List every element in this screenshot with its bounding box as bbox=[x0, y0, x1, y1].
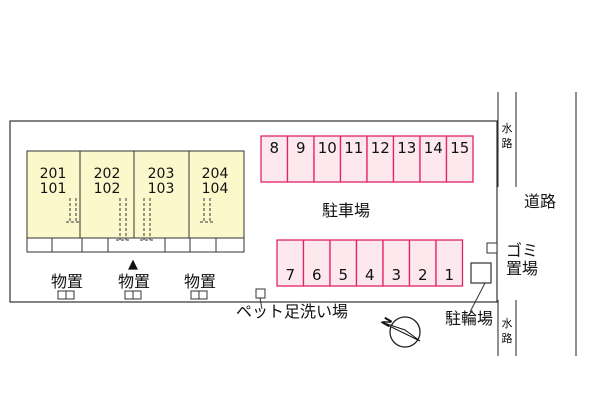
waterway-top-char2: 路 bbox=[502, 137, 513, 150]
parking-top-space-number-14: 14 bbox=[424, 139, 443, 157]
parking-top-space-number-13: 13 bbox=[397, 139, 416, 157]
garbage-label-line2: 置場 bbox=[506, 259, 538, 278]
parking-top-space-8 bbox=[260, 135, 289, 183]
parking-bottom-space-6 bbox=[302, 239, 331, 287]
bicycle-parking-label: 駐輪場 bbox=[445, 309, 493, 328]
garbage-area-icon bbox=[486, 242, 498, 254]
waterway-bottom-char2: 路 bbox=[502, 332, 513, 345]
storage-label-3: 物置 bbox=[184, 272, 216, 291]
parking-top-space-9 bbox=[286, 135, 315, 183]
parking-bottom-space-number-4: 4 bbox=[365, 266, 375, 284]
parking-top-space-number-15: 15 bbox=[450, 139, 469, 157]
parking-top-space-13 bbox=[392, 135, 421, 183]
unit-label-lower-2: 102 bbox=[94, 181, 121, 197]
pet-wash-label: ペット足洗い場 bbox=[236, 302, 348, 321]
parking-bottom-space-number-3: 3 bbox=[391, 266, 401, 284]
waterway-top-char1: 水 bbox=[502, 122, 513, 135]
storage-shed-icons bbox=[57, 290, 208, 300]
parking-bottom-space-number-2: 2 bbox=[418, 266, 428, 284]
apartment-building bbox=[26, 150, 245, 253]
parking-bottom-space-number-5: 5 bbox=[338, 266, 348, 284]
parking-top-space-number-12: 12 bbox=[371, 139, 390, 157]
parking-bottom-space-5 bbox=[329, 239, 358, 287]
storage-label-1: 物置 bbox=[51, 272, 83, 291]
parking-top-space-number-9: 9 bbox=[296, 139, 306, 157]
unit-label-lower-1: 101 bbox=[40, 181, 67, 197]
parking-top-space-10 bbox=[313, 135, 342, 183]
storage-label-2: 物置 bbox=[118, 272, 150, 291]
parking-label: 駐車場 bbox=[322, 201, 370, 220]
unit-label-lower-4: 104 bbox=[202, 181, 229, 197]
unit-label-lower-3: 103 bbox=[148, 181, 175, 197]
bicycle-leader-line bbox=[469, 282, 486, 313]
parking-top-space-number-8: 8 bbox=[269, 139, 279, 157]
waterway-bottom-char1: 水 bbox=[502, 317, 513, 330]
entrance-marker: ▲ bbox=[128, 257, 138, 272]
parking-bottom-space-7 bbox=[276, 239, 305, 287]
unit-label-upper-1: 201 bbox=[40, 166, 67, 182]
north-arrow-icon: N bbox=[379, 315, 421, 348]
bicycle-parking-icon bbox=[470, 262, 492, 284]
pet-wash-leader-line bbox=[259, 297, 263, 310]
unit-label-upper-3: 203 bbox=[148, 166, 175, 182]
road-label: 道路 bbox=[524, 192, 556, 211]
unit-label-upper-4: 204 bbox=[202, 166, 229, 182]
parking-top-space-14 bbox=[419, 135, 448, 183]
parking-bottom-space-3 bbox=[382, 239, 411, 287]
parking-bottom-space-1 bbox=[435, 239, 464, 287]
parking-bottom-space-number-1: 1 bbox=[444, 266, 454, 284]
garbage-label-line1: ゴミ bbox=[506, 241, 538, 260]
parking-top-space-15 bbox=[445, 135, 474, 183]
parking-top-space-number-11: 11 bbox=[344, 139, 363, 157]
parking-top-space-number-10: 10 bbox=[318, 139, 337, 157]
parking-bottom-space-number-6: 6 bbox=[312, 266, 322, 284]
pet-wash-icon bbox=[255, 288, 266, 299]
parking-bottom-space-4 bbox=[355, 239, 384, 287]
parking-bottom-space-number-7: 7 bbox=[285, 266, 295, 284]
unit-label-upper-2: 202 bbox=[94, 166, 121, 182]
